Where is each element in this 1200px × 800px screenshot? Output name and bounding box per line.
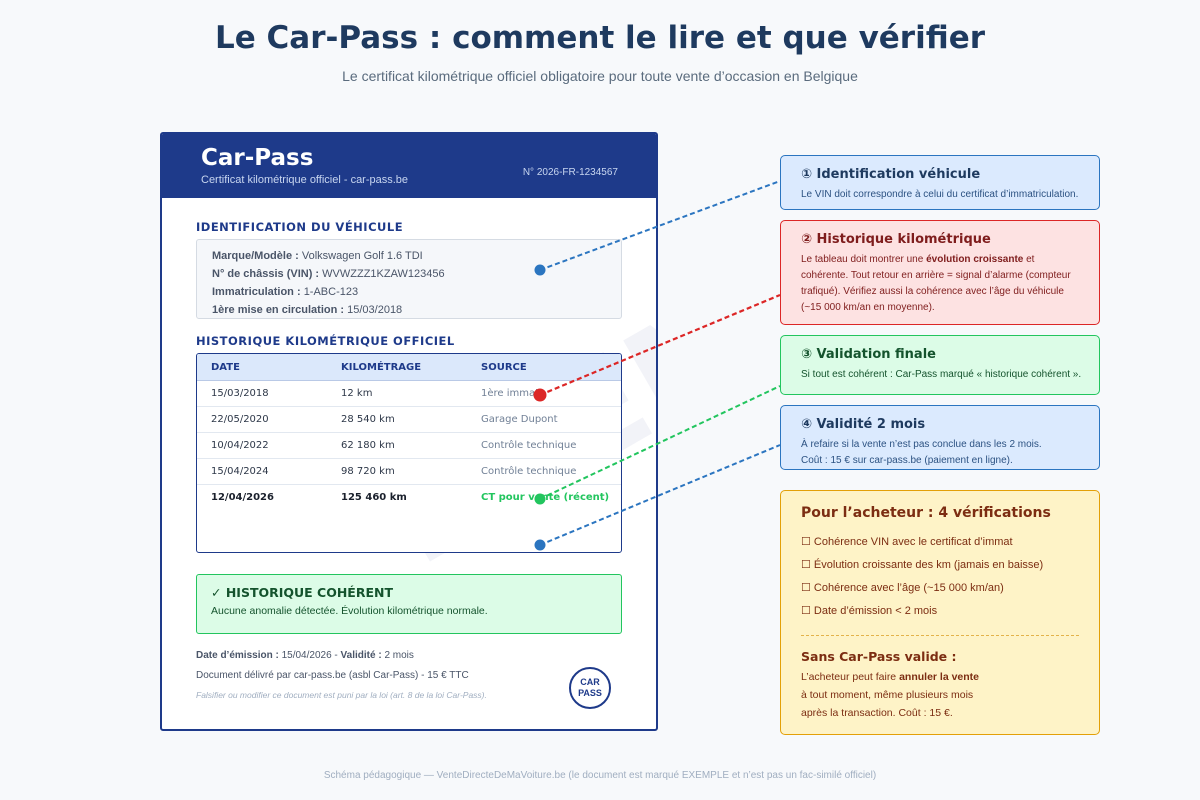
callout-text-part: et cohérente. Tout retour en arrière = s… xyxy=(801,254,1071,313)
connector-line-1 xyxy=(539,180,781,271)
callout-text: À refaire si la vente n’est pas conclue … xyxy=(801,437,1042,469)
cell-date: 15/03/2018 xyxy=(211,388,269,399)
connector-dot-2 xyxy=(533,388,547,402)
connector-line-2 xyxy=(539,293,781,397)
cell-date: 22/05/2020 xyxy=(211,414,269,425)
callout-final-validation: ③ Validation finale Si tout est cohérent… xyxy=(780,335,1100,395)
callout-text: Le VIN doit correspondre à celui du cert… xyxy=(801,189,1079,200)
cell-km: 98 720 km xyxy=(341,466,395,477)
status-title: ✓ HISTORIQUE COHÉRENT xyxy=(211,585,393,600)
carpass-document: EXEMPLE Car-Pass Certificat kilométrique… xyxy=(160,132,658,731)
connector-line-3 xyxy=(539,385,781,500)
ident-row-vin: N° de châssis (VIN) : WVWZZZ1KZAW123456 xyxy=(212,268,445,280)
ident-row-model: Marque/Modèle : Volkswagen Golf 1.6 TDI xyxy=(212,250,423,262)
identification-box: Marque/Modèle : Volkswagen Golf 1.6 TDI … xyxy=(196,239,622,319)
checklist-item: ☐ Cohérence VIN avec le certificat d’imm… xyxy=(801,536,1013,548)
no-carpass-line: à tout moment, même plusieurs mois xyxy=(801,689,974,701)
ident-label: Immatriculation : xyxy=(212,286,301,298)
checklist-item: ☐ Cohérence avec l’âge (~15 000 km/an) xyxy=(801,582,1004,594)
checklist-item: ☐ Évolution croissante des km (jamais en… xyxy=(801,559,1044,571)
callout-title: ② Historique kilométrique xyxy=(801,232,991,247)
cell-source: Garage Dupont xyxy=(481,414,558,425)
page-subtitle: Le certificat kilométrique officiel obli… xyxy=(342,68,858,84)
column-header-date: DATE xyxy=(211,362,240,373)
connector-dot-4 xyxy=(534,539,546,551)
ident-value: 1-ABC-123 xyxy=(303,286,359,298)
document-header: Car-Pass Certificat kilométrique officie… xyxy=(162,134,656,198)
cell-source: Contrôle technique xyxy=(481,466,577,477)
buyer-title: Pour l’acheteur : 4 vérifications xyxy=(801,505,1051,521)
column-header-km: KILOMÉTRAGE xyxy=(341,362,422,373)
connector-line-4 xyxy=(539,444,781,546)
connector-dot-3 xyxy=(534,493,546,505)
validity-value: 2 mois xyxy=(384,650,414,661)
callout-text-part: Le tableau doit montrer une xyxy=(801,254,927,265)
emission-line: Date d’émission : 15/04/2026 - Validité … xyxy=(196,650,414,661)
no-carpass-bold: annuler la vente xyxy=(899,671,980,683)
callout-line: À refaire si la vente n’est pas conclue … xyxy=(801,439,1042,450)
emission-date: 15/04/2026 xyxy=(281,650,332,661)
column-header-source: SOURCE xyxy=(481,362,527,373)
table-row: 15/03/2018 12 km 1ère immat. xyxy=(197,380,621,407)
ident-label: N° de châssis (VIN) : xyxy=(212,268,320,280)
emission-label: Date d’émission : xyxy=(196,650,279,661)
table-row: 15/04/2024 98 720 km Contrôle technique xyxy=(197,458,621,485)
callout-identification: ① Identification véhicule Le VIN doit co… xyxy=(780,155,1100,210)
callout-text: Le tableau doit montrer une évolution cr… xyxy=(801,252,1071,316)
stamp-line: CAR xyxy=(580,677,600,687)
no-carpass-title: Sans Car-Pass valide : xyxy=(801,649,957,664)
ident-value: Volkswagen Golf 1.6 TDI xyxy=(301,250,423,262)
buyer-checklist-box: Pour l’acheteur : 4 vérifications ☐ Cohé… xyxy=(780,490,1100,735)
carpass-stamp: CAR PASS xyxy=(569,667,611,709)
identification-section-title: IDENTIFICATION DU VÉHICULE xyxy=(196,220,404,234)
callout-validity: ④ Validité 2 mois À refaire si la vente … xyxy=(780,405,1100,470)
document-brand: Car-Pass xyxy=(201,145,314,171)
cell-km: 28 540 km xyxy=(341,414,395,425)
checklist-divider xyxy=(801,635,1079,636)
cell-source: 1ère immat. xyxy=(481,388,543,399)
callout-mileage-history: ② Historique kilométrique Le tableau doi… xyxy=(780,220,1100,325)
page-title: Le Car-Pass : comment le lire et que vér… xyxy=(214,20,986,56)
callout-title: ③ Validation finale xyxy=(801,347,936,362)
cell-source: Contrôle technique xyxy=(481,440,577,451)
delivered-by: Document délivré par car-pass.be (asbl C… xyxy=(196,670,469,681)
status-text: Aucune anomalie détectée. Évolution kilo… xyxy=(211,605,488,617)
cell-date: 12/04/2026 xyxy=(211,492,274,503)
no-carpass-text: L’acheteur peut faire xyxy=(801,671,900,683)
footer-note: Schéma pédagogique — VenteDirecteDeMaVoi… xyxy=(323,770,877,781)
document-number: N° 2026-FR-1234567 xyxy=(522,167,618,178)
table-header-row: DATE KILOMÉTRAGE SOURCE xyxy=(197,354,621,381)
no-carpass-line: après la transaction. Coût : 15 €. xyxy=(801,707,953,719)
checklist-item: ☐ Date d’émission < 2 mois xyxy=(801,605,938,617)
cell-date: 10/04/2022 xyxy=(211,440,269,451)
callout-text: Si tout est cohérent : Car-Pass marqué «… xyxy=(801,369,1082,380)
connector-dot-1 xyxy=(534,264,546,276)
ident-row-plate: Immatriculation : 1-ABC-123 xyxy=(212,286,358,298)
validity-label: Validité : xyxy=(340,650,382,661)
cell-date: 15/04/2024 xyxy=(211,466,269,477)
history-section-title: HISTORIQUE KILOMÉTRIQUE OFFICIEL xyxy=(196,334,455,348)
ident-value: 15/03/2018 xyxy=(347,304,403,316)
no-carpass-line: L’acheteur peut faire annuler la vente xyxy=(801,671,979,683)
stamp-line: PASS xyxy=(578,688,602,698)
callout-line: Coût : 15 € sur car-pass.be (paiement en… xyxy=(801,455,1013,466)
mileage-history-table: DATE KILOMÉTRAGE SOURCE 15/03/2018 12 km… xyxy=(196,353,622,553)
ident-row-first-registration: 1ère mise en circulation : 15/03/2018 xyxy=(212,304,402,316)
callout-title: ④ Validité 2 mois xyxy=(801,417,926,432)
cell-km: 125 460 km xyxy=(341,492,407,503)
legal-notice: Falsifier ou modifier ce document est pu… xyxy=(196,690,487,700)
ident-value: WVWZZZ1KZAW123456 xyxy=(322,268,445,280)
callout-title: ① Identification véhicule xyxy=(801,167,981,182)
cell-km: 62 180 km xyxy=(341,440,395,451)
table-row: 22/05/2020 28 540 km Garage Dupont xyxy=(197,406,621,433)
cell-km: 12 km xyxy=(341,388,373,399)
callout-text-bold: évolution croissante xyxy=(926,254,1024,265)
document-brand-subtitle: Certificat kilométrique officiel - car-p… xyxy=(201,174,409,186)
ident-label: Marque/Modèle : xyxy=(212,250,299,262)
table-row: 10/04/2022 62 180 km Contrôle technique xyxy=(197,432,621,459)
status-coherent-box: ✓ HISTORIQUE COHÉRENT Aucune anomalie dé… xyxy=(196,574,622,634)
ident-label: 1ère mise en circulation : xyxy=(212,304,345,316)
